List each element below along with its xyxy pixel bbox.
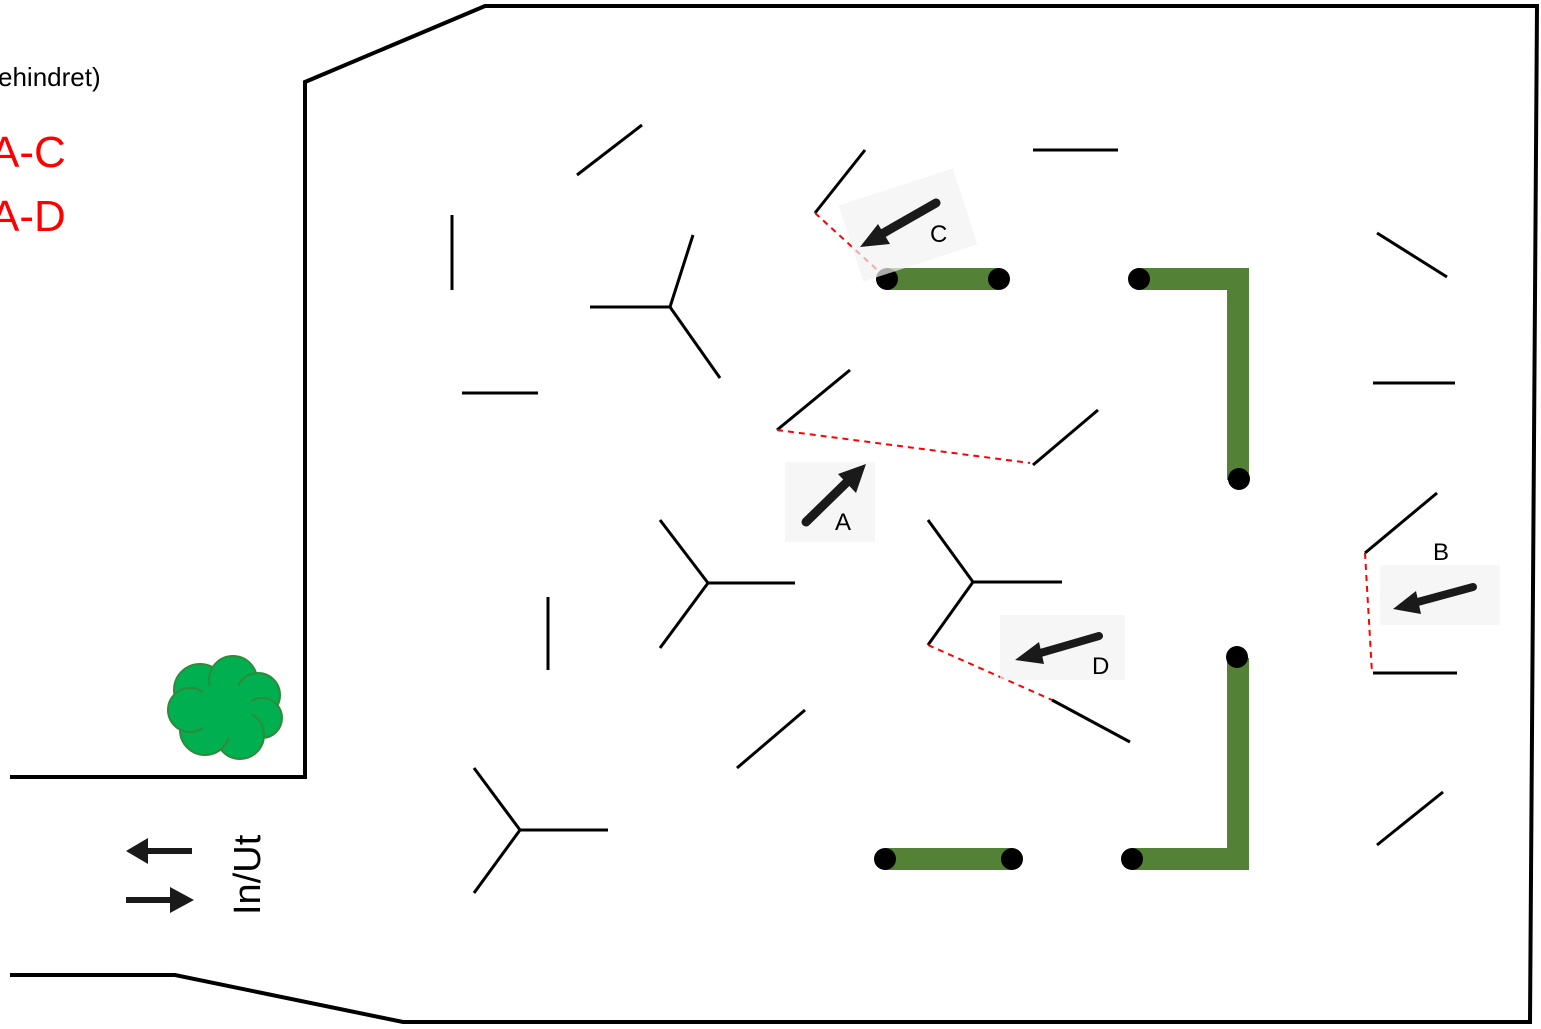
barrier	[1131, 848, 1249, 870]
barrier	[1227, 268, 1249, 480]
y-obstacles	[472, 234, 1062, 894]
outer-walls	[10, 3, 1540, 1024]
marker-label-c: C	[930, 221, 947, 248]
down-arrow-icon	[126, 887, 194, 913]
path-a	[776, 429, 1031, 464]
up-arrow-icon	[126, 838, 192, 864]
marker-label-d: D	[1092, 653, 1109, 680]
y-obstacle	[472, 767, 608, 894]
y-obstacle	[926, 519, 1062, 646]
marker-label-a: A	[835, 509, 851, 536]
obstacle	[776, 368, 851, 432]
y-obstacle	[658, 519, 795, 649]
barrier	[885, 848, 1013, 870]
obstacle	[1051, 698, 1131, 744]
green-barriers	[874, 268, 1250, 870]
note-top-text: ehindret)	[0, 62, 101, 92]
obstacle	[1364, 491, 1438, 555]
barrier	[1137, 268, 1249, 290]
barrier-end	[1226, 646, 1248, 668]
obstacle	[736, 708, 806, 770]
path-d	[927, 644, 1053, 701]
obstacles	[450, 123, 1457, 847]
path-b	[1364, 552, 1373, 674]
obstacle	[576, 123, 643, 177]
obstacle	[1376, 231, 1448, 279]
outer-wall-upper	[10, 3, 1540, 1024]
obstacle	[1032, 408, 1099, 467]
barrier-end	[1121, 848, 1143, 870]
direction-arrow-icon	[801, 478, 851, 527]
barrier-end	[874, 848, 896, 870]
obstacle	[813, 149, 867, 214]
note-route-a-c: A-C	[0, 128, 66, 177]
y-obstacle	[590, 234, 722, 379]
obstacle	[1376, 790, 1444, 847]
marker-label-b: B	[1433, 539, 1449, 566]
entrance-arrows	[126, 838, 194, 913]
direction-arrow-icon	[875, 198, 941, 240]
entrance-label: In/Ut	[227, 834, 269, 915]
bush-icon	[167, 655, 283, 760]
barrier	[1227, 658, 1249, 870]
direction-arrow-icon	[1410, 583, 1477, 607]
barrier	[887, 268, 999, 290]
direction-arrow-icon	[1033, 632, 1103, 658]
barrier-end	[1128, 268, 1150, 290]
direction-arrows	[785, 168, 1500, 680]
barrier-end	[1228, 468, 1250, 490]
barrier-end	[988, 268, 1010, 290]
barrier-end	[1001, 848, 1023, 870]
note-route-a-d: A-D	[0, 192, 66, 241]
